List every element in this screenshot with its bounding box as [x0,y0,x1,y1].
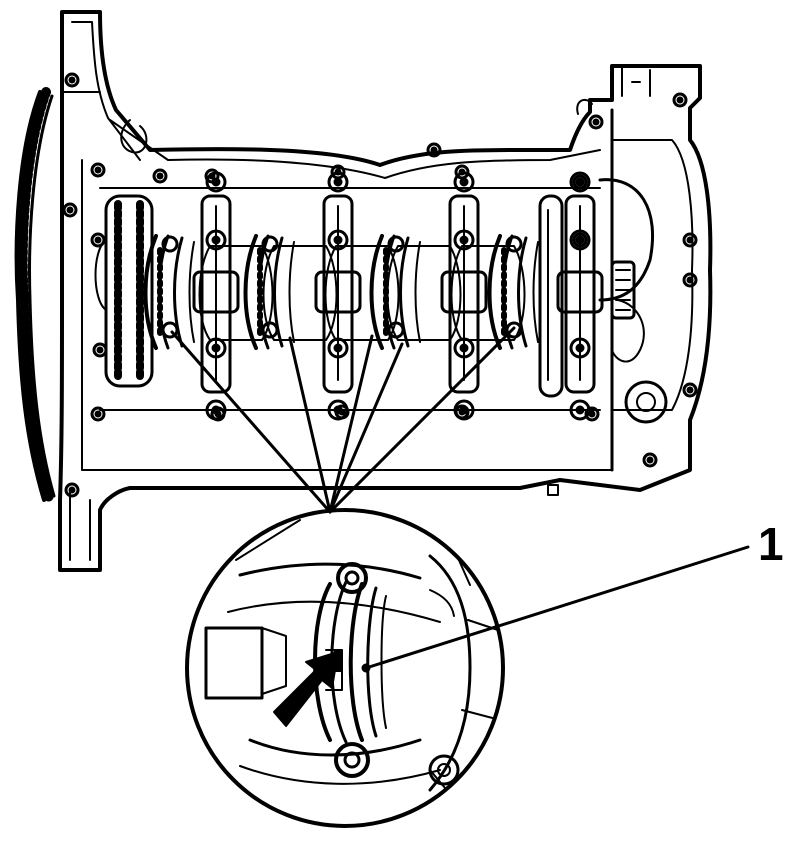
connecting-rod [487,234,539,350]
block-bolt [454,164,470,180]
leader-line [170,330,332,514]
crankshaft-assembly [62,72,698,498]
block-bolt [426,142,442,158]
block-bolt [334,404,350,420]
leader-line [328,326,516,514]
block-bolt [330,164,346,180]
flywheel-gear [14,87,56,503]
block-bolt [92,342,108,358]
leader-line [328,334,374,514]
block-bolt [672,92,688,108]
leader-line [288,336,332,514]
main-bearing-cap [314,171,362,421]
connecting-rod [243,234,295,350]
block-bolt [210,406,226,422]
crank-web [450,245,526,341]
leader-lines [170,326,516,514]
block-bolt [588,114,604,130]
block-bolt [90,232,106,248]
block-bolt [642,452,658,468]
rod-bolt [261,235,279,253]
block-bolt [682,272,698,288]
rod-bolt [161,321,179,339]
block-bolt [682,232,698,248]
leader-line [328,342,404,514]
block-bolt [90,162,106,178]
block-bolt [572,232,588,248]
rod-bolt [161,235,179,253]
bolt-head [453,229,475,251]
main-bearing-cap [556,171,604,421]
main-bearing-cap [440,171,488,421]
crank-web [262,245,338,341]
block-bolt [62,202,78,218]
bolt-head [569,337,591,359]
callout-1: 1 [361,518,784,673]
bolt-head [569,171,591,193]
crank-web [198,245,274,341]
block-bolt [64,72,80,88]
rod-bolt [505,235,523,253]
crank-web [386,245,462,341]
oil-pump-drive [538,178,655,398]
arrow-indicator [273,651,339,727]
bolt-head [569,229,591,251]
block-bolt [90,406,106,422]
crank-web [324,245,400,341]
callout-number: 1 [758,518,784,570]
bolt-head [327,229,349,251]
block-bolt [64,482,80,498]
block-bolt [572,174,588,190]
block-bolt [454,404,470,420]
block-bolt [152,168,168,184]
detail-magnifier [185,508,505,828]
connecting-rod [143,234,195,350]
block-bolt [682,382,698,398]
block-bolt [584,406,600,422]
bolt-head [205,229,227,251]
rod-bolt [505,321,523,339]
block-bolt [204,168,220,184]
connecting-rod [369,234,421,350]
